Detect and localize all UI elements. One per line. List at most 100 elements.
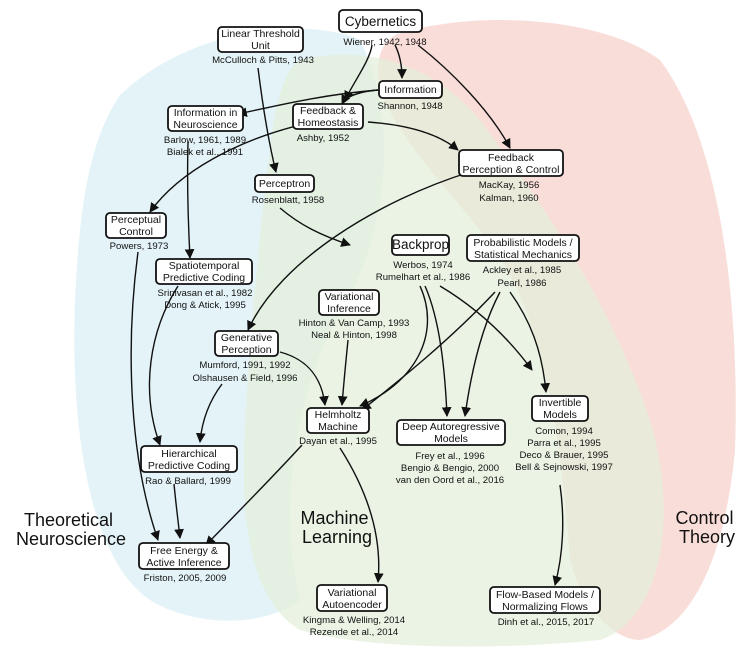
node-title: Generative bbox=[221, 332, 273, 344]
node-title: Machine bbox=[318, 421, 358, 433]
node-citation: Shannon, 1948 bbox=[377, 101, 442, 112]
node-title: Helmholtz bbox=[315, 409, 362, 421]
node-citation: Werbos, 1974 bbox=[393, 260, 453, 271]
node-title: Statistical Mechanics bbox=[474, 249, 572, 261]
node-title: Normalizing Flows bbox=[502, 601, 588, 613]
label-control-theory: Control Theory bbox=[675, 508, 738, 547]
edge-perceptual-control-free-energy bbox=[130, 251, 160, 541]
node-citation: MacKay, 1956 bbox=[479, 180, 540, 191]
region-machine-learning bbox=[243, 54, 664, 647]
node-feedback-perception-control: Feedback Perception & Control MacKay, 19… bbox=[458, 149, 564, 204]
region-labels: Theoretical Neuroscience Machine Learnin… bbox=[16, 508, 738, 549]
edge-cybernetics-information bbox=[394, 44, 407, 79]
node-citation: Frey et al., 1996 bbox=[415, 451, 484, 462]
node-title: Information in bbox=[174, 107, 238, 119]
node-deep-autoregressive-models: Deep Autoregressive Models Frey et al., … bbox=[396, 419, 506, 486]
node-title: Probabilistic Models / bbox=[473, 237, 572, 249]
node-citation: Rumelhart et al., 1986 bbox=[376, 272, 470, 283]
node-citation: Barlow, 1961, 1989 bbox=[164, 135, 246, 146]
node-citation: Powers, 1973 bbox=[110, 241, 169, 252]
node-citation: Mumford, 1991, 1992 bbox=[199, 360, 290, 371]
node-title: Backprop bbox=[392, 237, 449, 252]
node-citation: Ackley et al., 1985 bbox=[483, 265, 561, 276]
node-title: Active Inference bbox=[146, 557, 221, 569]
node-perceptual-control: Perceptual Control Powers, 1973 bbox=[105, 212, 169, 252]
node-title: Variational bbox=[325, 291, 374, 303]
edge-backprop-invertible bbox=[439, 285, 533, 371]
edge-cybernetics-feedback-control bbox=[417, 44, 511, 149]
edge-feedback-control-generative bbox=[247, 171, 471, 331]
node-citation: Friston, 2005, 2009 bbox=[144, 573, 227, 584]
node-citation: Neal & Hinton, 1998 bbox=[311, 330, 397, 341]
edge-perceptron-backprop bbox=[279, 207, 351, 247]
node-citation: Kingma & Welling, 2014 bbox=[303, 615, 406, 626]
edge-feedback-homeostasis-feedback-control bbox=[367, 121, 459, 151]
node-title: Feedback bbox=[488, 152, 535, 164]
node-spatiotemporal-predictive-coding: Spatiotemporal Predictive Coding Sriniva… bbox=[155, 258, 253, 311]
edge-generative-hierarchical bbox=[195, 383, 223, 443]
node-citation: Deco & Brauer, 1995 bbox=[519, 450, 608, 461]
node-backprop: Backprop Werbos, 1974 Rumelhart et al., … bbox=[376, 234, 470, 283]
node-citation: Bengio & Bengio, 2000 bbox=[401, 463, 499, 474]
node-citation: Wiener, 1942, 1948 bbox=[343, 37, 426, 48]
edge-feedback-homeostasis-perceptual-control bbox=[149, 124, 301, 213]
edge-invertible-flows bbox=[552, 484, 564, 586]
edge-spatio-hierarchical bbox=[148, 285, 179, 446]
edge-backprop-autoregressive bbox=[424, 285, 452, 417]
edges bbox=[130, 44, 564, 586]
node-citation: Hinton & Van Camp, 1993 bbox=[299, 318, 410, 329]
edge-helmholtz-vae bbox=[339, 447, 384, 583]
node-citation: Dinh et al., 2015, 2017 bbox=[498, 617, 595, 628]
node-title: Flow-Based Models / bbox=[496, 589, 594, 601]
node-citation: Bialek et al., 1991 bbox=[167, 147, 243, 158]
node-citation: Pearl, 1986 bbox=[497, 278, 546, 289]
node-title: Cybernetics bbox=[345, 14, 417, 29]
label-machine-learning: Machine Learning bbox=[300, 508, 373, 547]
edge-hierarchical-free-energy bbox=[173, 483, 184, 539]
node-free-energy-active-inference: Free Energy & Active Inference Friston, … bbox=[138, 542, 230, 584]
node-feedback-homeostasis: Feedback & Homeostasis Ashby, 1952 bbox=[292, 103, 364, 144]
node-citation: Bell & Sejnowski, 1997 bbox=[515, 462, 613, 473]
node-title: Inference bbox=[327, 303, 371, 315]
node-variational-inference: Variational Inference Hinton & Van Camp,… bbox=[299, 289, 410, 341]
node-perceptron: Perceptron Rosenblatt, 1958 bbox=[252, 174, 325, 206]
node-citation: Comon, 1994 bbox=[535, 426, 593, 437]
nodes: Cybernetics Wiener, 1942, 1948 Linear Th… bbox=[105, 9, 613, 638]
node-title: Autoencoder bbox=[322, 599, 382, 611]
node-title: Hierarchical bbox=[161, 448, 216, 460]
node-citation: Parra et al., 1995 bbox=[527, 438, 601, 449]
node-citation: McCulloch & Pitts, 1943 bbox=[212, 55, 314, 66]
node-title: Feedback & bbox=[300, 105, 356, 117]
node-citation: Rosenblatt, 1958 bbox=[252, 195, 325, 206]
edge-ltu-perceptron bbox=[257, 67, 279, 173]
edge-information-info-neuro bbox=[237, 89, 379, 117]
node-title: Deep Autoregressive bbox=[402, 421, 500, 433]
node-title: Information bbox=[384, 84, 437, 96]
edge-generative-helmholtz bbox=[279, 351, 329, 406]
edge-variational-helmholtz bbox=[337, 339, 349, 406]
node-title: Spatiotemporal bbox=[169, 260, 240, 272]
node-title: Perception & Control bbox=[463, 164, 560, 176]
node-invertible-models: Invertible Models Comon, 1994 Parra et a… bbox=[515, 395, 613, 473]
edge-info-neuro-spatio bbox=[184, 141, 195, 259]
edge-prob-autoregressive bbox=[461, 291, 501, 417]
node-cybernetics: Cybernetics Wiener, 1942, 1948 bbox=[338, 9, 427, 48]
node-title: Unit bbox=[251, 40, 270, 52]
node-generative-perception: Generative Perception Mumford, 1991, 199… bbox=[192, 330, 298, 384]
node-citation: Kalman, 1960 bbox=[479, 193, 538, 204]
node-variational-autoencoder: Variational Autoencoder Kingma & Welling… bbox=[303, 584, 406, 638]
node-probabilistic-models: Probabilistic Models / Statistical Mecha… bbox=[466, 234, 580, 289]
node-flow-based-models: Flow-Based Models / Normalizing Flows Di… bbox=[489, 586, 601, 628]
node-citation: Olshausen & Field, 1996 bbox=[192, 373, 297, 384]
node-title: Invertible bbox=[539, 397, 582, 409]
node-citation: Dong & Atick, 1995 bbox=[164, 300, 246, 311]
label-theoretical-neuroscience: Theoretical Neuroscience bbox=[16, 510, 126, 549]
node-title: Models bbox=[543, 409, 577, 421]
node-title: Homeostasis bbox=[298, 117, 359, 129]
node-title: Models bbox=[434, 433, 468, 445]
node-title: Predictive Coding bbox=[163, 272, 245, 284]
node-citation: Rao & Ballard, 1999 bbox=[145, 476, 231, 487]
node-citation: Dayan et al., 1995 bbox=[299, 436, 377, 447]
node-title: Neuroscience bbox=[173, 119, 237, 131]
